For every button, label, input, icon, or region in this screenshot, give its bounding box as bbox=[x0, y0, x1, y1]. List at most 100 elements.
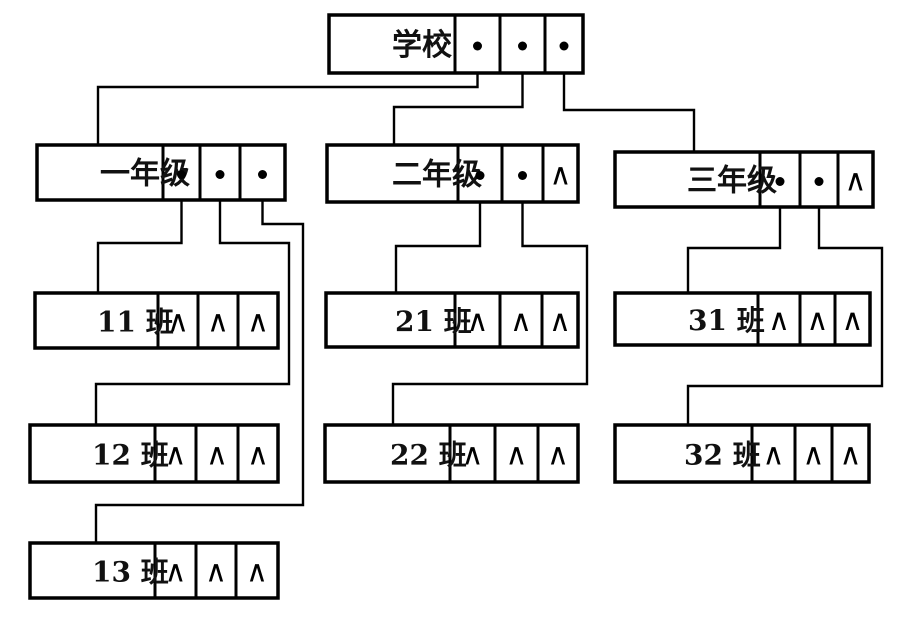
null-pointer-cell: ∧ bbox=[845, 164, 867, 199]
pointer-dot-icon bbox=[473, 41, 482, 51]
node-label: 31 班 bbox=[688, 304, 765, 337]
pointer-cell bbox=[475, 171, 485, 180]
connector-grade1-class13 bbox=[94, 174, 305, 543]
node-class-12: 12 班∧∧∧ bbox=[28, 423, 280, 484]
null-symbol-icon: ∧ bbox=[803, 438, 825, 473]
node-frame bbox=[613, 291, 872, 347]
connector-grade2-class21 bbox=[394, 175, 482, 293]
node-label: 三年级 bbox=[687, 164, 777, 199]
null-pointer-cell: ∧ bbox=[205, 555, 227, 590]
pointer-dot-icon bbox=[559, 41, 569, 51]
pointer-cell bbox=[258, 170, 267, 179]
pointer-cell bbox=[814, 177, 824, 186]
pointer-dot-icon bbox=[177, 170, 186, 179]
null-pointer-cell: ∧ bbox=[547, 438, 569, 473]
null-symbol-icon: ∧ bbox=[246, 555, 268, 590]
null-pointer-cell: ∧ bbox=[807, 303, 829, 338]
null-pointer-cell: ∧ bbox=[246, 555, 268, 590]
pointer-dot-icon bbox=[518, 41, 527, 51]
null-pointer-cell: ∧ bbox=[763, 438, 785, 473]
null-pointer-cell: ∧ bbox=[467, 304, 489, 339]
pointer-cell bbox=[559, 41, 569, 51]
pointer-dot-icon bbox=[258, 170, 267, 179]
node-label: 11 班 bbox=[97, 306, 174, 339]
connector-school-grade2 bbox=[392, 46, 524, 145]
node-frame bbox=[613, 150, 875, 209]
null-symbol-icon: ∧ bbox=[549, 304, 571, 339]
connector-grade3-class31 bbox=[686, 181, 782, 293]
node-label: 22 班 bbox=[390, 439, 467, 472]
node-label: 二年级 bbox=[392, 158, 482, 193]
node-class-31: 31 班∧∧∧ bbox=[613, 291, 872, 347]
null-pointer-cell: ∧ bbox=[549, 304, 571, 339]
pointer-cell bbox=[215, 170, 225, 179]
node-class-13: 13 班∧∧∧ bbox=[28, 541, 280, 600]
null-pointer-cell: ∧ bbox=[842, 303, 864, 338]
null-symbol-icon: ∧ bbox=[845, 164, 867, 199]
null-pointer-cell: ∧ bbox=[165, 555, 187, 590]
null-symbol-icon: ∧ bbox=[247, 438, 269, 473]
node-label: 12 班 bbox=[92, 439, 169, 472]
null-symbol-icon: ∧ bbox=[205, 555, 227, 590]
pointer-cell bbox=[518, 41, 527, 51]
connector-grade3-class32 bbox=[686, 181, 884, 425]
pointer-cell bbox=[775, 177, 785, 186]
pointer-cell bbox=[473, 41, 482, 51]
node-class-32: 32 班∧∧∧ bbox=[613, 423, 871, 484]
null-symbol-icon: ∧ bbox=[165, 438, 187, 473]
pointer-dot-icon bbox=[775, 177, 785, 186]
connector-grade2-class22 bbox=[391, 175, 589, 425]
null-pointer-cell: ∧ bbox=[206, 438, 228, 473]
null-symbol-icon: ∧ bbox=[462, 438, 484, 473]
null-symbol-icon: ∧ bbox=[763, 438, 785, 473]
node-grade-1: 一年级 bbox=[35, 143, 287, 202]
node-label: 学校 bbox=[392, 28, 452, 63]
null-symbol-icon: ∧ bbox=[206, 438, 228, 473]
null-pointer-cell: ∧ bbox=[207, 305, 229, 340]
node-frame bbox=[325, 143, 580, 204]
connector-lines bbox=[94, 46, 884, 543]
null-pointer-cell: ∧ bbox=[840, 438, 862, 473]
null-pointer-cell: ∧ bbox=[768, 303, 790, 338]
null-pointer-cell: ∧ bbox=[510, 304, 532, 339]
null-symbol-icon: ∧ bbox=[467, 304, 489, 339]
node-class-21: 21 班∧∧∧ bbox=[324, 291, 580, 349]
null-symbol-icon: ∧ bbox=[842, 303, 864, 338]
node-class-11: 11 班∧∧∧ bbox=[33, 291, 280, 350]
null-pointer-cell: ∧ bbox=[550, 158, 572, 193]
null-symbol-icon: ∧ bbox=[207, 305, 229, 340]
null-symbol-icon: ∧ bbox=[247, 305, 269, 340]
node-label: 13 班 bbox=[92, 556, 169, 589]
pointer-cell bbox=[177, 170, 186, 179]
node-label: 32 班 bbox=[684, 439, 761, 472]
node-class-22: 22 班∧∧∧ bbox=[323, 423, 580, 484]
node-frame bbox=[324, 291, 580, 349]
connector-grade1-class11 bbox=[96, 174, 183, 293]
pointer-dot-icon bbox=[215, 170, 225, 179]
pointer-cell bbox=[518, 171, 527, 180]
connector-school-grade3 bbox=[562, 46, 696, 152]
null-pointer-cell: ∧ bbox=[506, 438, 528, 473]
null-pointer-cell: ∧ bbox=[247, 305, 269, 340]
null-symbol-icon: ∧ bbox=[807, 303, 829, 338]
null-pointer-cell: ∧ bbox=[165, 438, 187, 473]
null-pointer-cell: ∧ bbox=[167, 305, 189, 340]
pointer-dot-icon bbox=[518, 171, 527, 180]
pointer-dot-icon bbox=[814, 177, 824, 186]
null-pointer-cell: ∧ bbox=[247, 438, 269, 473]
null-symbol-icon: ∧ bbox=[510, 304, 532, 339]
node-label: 21 班 bbox=[395, 305, 472, 338]
null-symbol-icon: ∧ bbox=[840, 438, 862, 473]
node-school: 学校 bbox=[327, 13, 585, 75]
null-symbol-icon: ∧ bbox=[550, 158, 572, 193]
pointer-dot-icon bbox=[475, 171, 485, 180]
null-symbol-icon: ∧ bbox=[768, 303, 790, 338]
node-label: 一年级 bbox=[100, 157, 190, 192]
null-pointer-cell: ∧ bbox=[462, 438, 484, 473]
connector-grade1-class12 bbox=[94, 174, 291, 425]
null-pointer-cell: ∧ bbox=[803, 438, 825, 473]
null-symbol-icon: ∧ bbox=[547, 438, 569, 473]
node-grade-3: 三年级 ∧ bbox=[613, 150, 875, 209]
node-frame bbox=[35, 143, 287, 202]
